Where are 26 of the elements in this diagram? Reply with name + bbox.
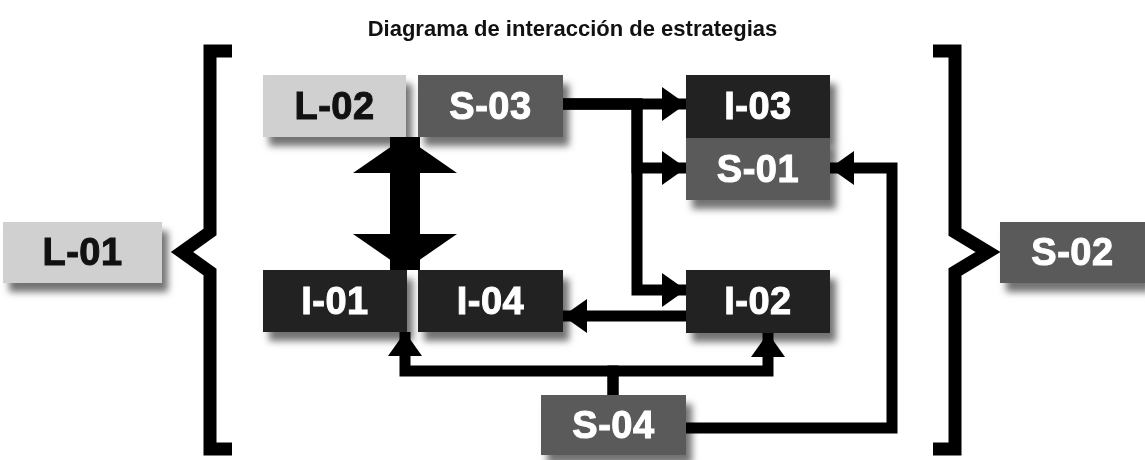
strategy-box (686, 138, 830, 200)
strategy-code: S-02 (1031, 231, 1114, 274)
strategy-code: I-02 (724, 280, 792, 323)
strategy-box (686, 270, 830, 333)
double-arrow (353, 137, 457, 270)
strategy-code: I-01 (301, 279, 369, 323)
strategy-code: I-04 (456, 279, 525, 323)
strategy-code: S-03 (449, 84, 532, 128)
strategy-code: S-04 (572, 403, 655, 447)
strategy-code: S-01 (716, 147, 800, 191)
strategy-box (686, 75, 830, 138)
strategy-box (418, 270, 563, 332)
arrow (607, 333, 785, 395)
strategy-box (263, 270, 407, 332)
strategy-box (541, 395, 686, 455)
arrow (563, 98, 686, 307)
strategy-box (418, 75, 563, 137)
arrow (686, 151, 898, 434)
diagram-title: Diagrama de interacción de estrategias (366, 16, 779, 42)
strategy-code: I-03 (724, 85, 792, 128)
strategy-code: L-01 (42, 231, 123, 274)
arrow (563, 299, 686, 333)
strategy-box (1000, 222, 1145, 283)
strategy-code: L-02 (294, 84, 375, 128)
strategy-box (3, 222, 162, 283)
strategy-box (263, 75, 406, 137)
